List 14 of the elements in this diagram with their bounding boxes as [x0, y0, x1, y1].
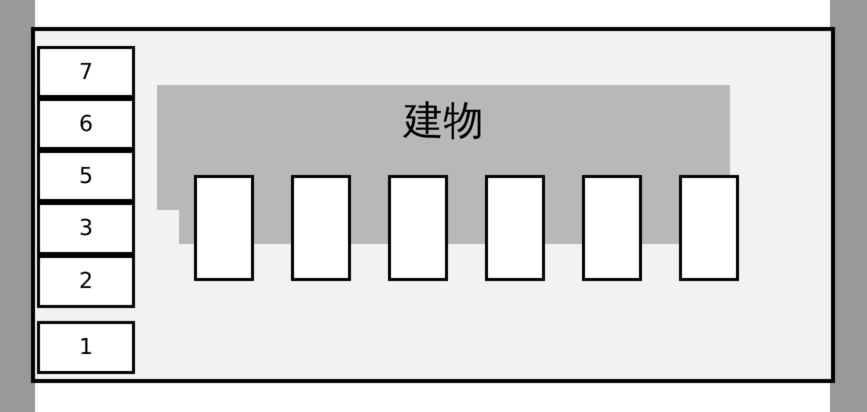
site-boundary [31, 27, 835, 383]
numbered-box: 2 [37, 255, 135, 308]
room-box [194, 175, 254, 281]
room-box [582, 175, 642, 281]
numbered-box: 6 [37, 98, 135, 150]
room-box [485, 175, 545, 281]
building-label: 建物 [404, 101, 484, 141]
numbered-box: 1 [37, 321, 135, 374]
numbered-box: 3 [37, 202, 135, 255]
room-box [291, 175, 351, 281]
room-box [388, 175, 448, 281]
room-box [679, 175, 739, 281]
numbered-box: 7 [37, 46, 135, 98]
numbered-box: 5 [37, 150, 135, 202]
